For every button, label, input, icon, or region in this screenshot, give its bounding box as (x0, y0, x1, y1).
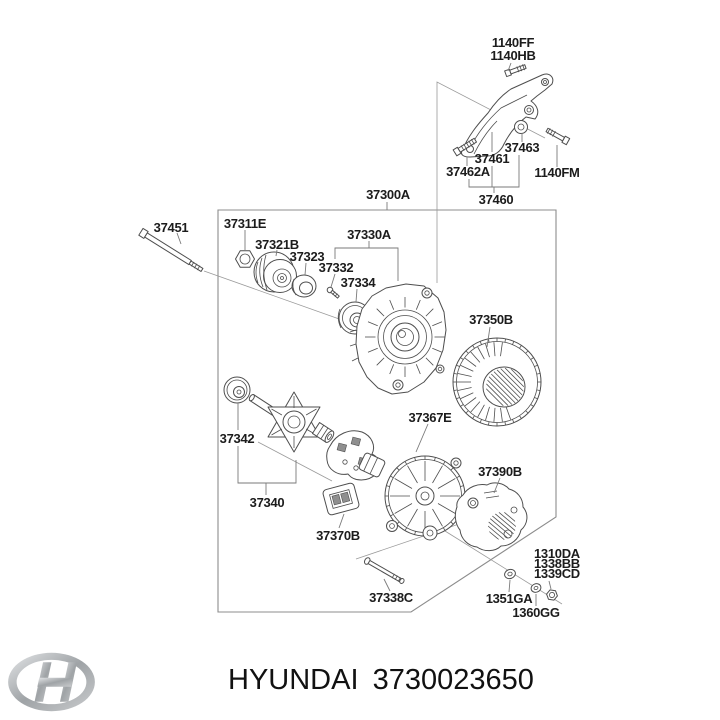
rear-housing-37367e (384, 423, 466, 541)
leader-37332 (330, 273, 336, 288)
bolt-1140fm (545, 127, 571, 146)
part-label-37390B: 37390B (478, 464, 522, 479)
part-label-37338C: 37338C (369, 590, 414, 605)
brand-text: HYUNDAI (228, 664, 359, 696)
bushing-37463 (514, 120, 528, 134)
part-number-text: 3730023650 (372, 664, 534, 696)
bolt-1140ff (504, 64, 527, 78)
part-label-37340: 37340 (250, 495, 285, 510)
part-label-37350B: 37350B (469, 312, 513, 327)
top-group-leaders (466, 62, 558, 193)
part-labels: 1140FF 1140HB 37462A 37461 37463 1140FM … (154, 35, 581, 620)
washer-1351ga (504, 568, 516, 593)
rear-cover-37390b (454, 477, 528, 552)
leader-37370b (338, 513, 345, 529)
part-label-1360GG: 1360GG (512, 605, 560, 620)
part-label-37460: 37460 (479, 192, 514, 207)
rotor-37340 (248, 391, 335, 453)
part-label-1339CD: 1339CD (534, 566, 580, 581)
main-assembly-box (217, 202, 557, 613)
bearing-37342 (223, 376, 251, 404)
leader-37338c (383, 578, 391, 592)
part-label-1338BB: 1338BB (534, 556, 580, 571)
stator-37350b (452, 326, 542, 427)
part-label-37300A: 37300A (366, 187, 411, 202)
part-label-37334: 37334 (341, 275, 377, 290)
brush-holder-37370b (322, 482, 360, 516)
part-label-37462A: 37462A (446, 164, 491, 179)
part-label-37370B: 37370B (316, 528, 360, 543)
pulley-37321b (253, 249, 297, 293)
part-label-37461: 37461 (475, 151, 510, 166)
part-label-1140FF: 1140FF (492, 35, 535, 50)
leader-37451 (176, 232, 182, 245)
part-label-37332: 37332 (319, 260, 354, 275)
collar-37323 (291, 262, 317, 298)
part-label-37451: 37451 (154, 220, 189, 235)
parts-diagram: 1140FF 1140HB 37462A 37461 37463 1140FM … (138, 35, 581, 620)
terminal-nut (546, 589, 558, 601)
part-label-37311E: 37311E (224, 216, 267, 231)
part-label-1140HB: 1140HB (490, 48, 535, 63)
part-label-37323: 37323 (290, 249, 325, 264)
bolt-37451 (138, 227, 204, 273)
group-37330a-bracket (334, 241, 399, 281)
part-label-37463: 37463 (505, 140, 540, 155)
hyundai-logo-icon (8, 652, 95, 712)
front-housing-37330a (349, 283, 447, 395)
part-label-37367E: 37367E (408, 410, 452, 425)
screw-37332 (326, 286, 340, 299)
part-label-37330A: 37330A (347, 227, 392, 242)
mount-bracket-37460 (461, 73, 554, 158)
footer: HYUNDAI 3730023650 (0, 646, 720, 720)
nut-37311e (235, 230, 255, 268)
group-37340-bracket (237, 403, 297, 495)
washer-1360gg (530, 583, 542, 606)
leader-1339cd (548, 580, 552, 590)
voltage-regulator (358, 452, 386, 478)
bolt-37462a (452, 137, 477, 157)
part-label-1140FM: 1140FM (534, 165, 579, 180)
bolt-37338c (363, 557, 405, 584)
part-label-37321B: 37321B (255, 237, 299, 252)
part-label-1310DA: 1310DA (534, 546, 581, 561)
part-label-37342: 37342 (220, 431, 255, 446)
footer-part-line: HYUNDAI 3730023650 (228, 664, 540, 697)
part-label-1351GA: 1351GA (486, 591, 534, 606)
